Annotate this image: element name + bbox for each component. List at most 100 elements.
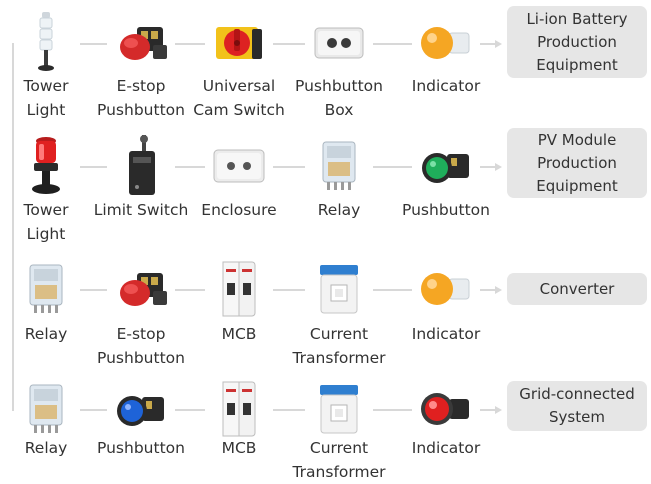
application-target-line: System — [549, 408, 605, 426]
pushbutton-green-icon — [408, 137, 484, 195]
application-target-line: Grid-connected — [519, 385, 635, 403]
product-label: Pushbutton — [387, 198, 505, 222]
indicator-red-icon — [408, 380, 484, 438]
indicator-orange-icon — [408, 14, 484, 72]
product-label-line: Tower — [23, 201, 69, 219]
connector-row3-to-target — [480, 289, 495, 291]
application-target-line: Equipment — [536, 55, 618, 74]
connector-arrow-icon — [495, 40, 502, 48]
connector-row3-3 — [273, 289, 305, 291]
estop-pushbutton-icon — [103, 14, 179, 72]
connector-row3-2 — [175, 289, 205, 291]
left-bracket-stub-row2 — [12, 166, 14, 168]
product-label-line: Relay — [24, 325, 68, 343]
connector-row4-to-target — [480, 409, 495, 411]
product-label-line: Tower — [23, 77, 69, 95]
product-label-line: Pushbutton — [402, 201, 490, 219]
limit-switch-icon — [103, 135, 179, 195]
product-label-line: Universal — [202, 77, 276, 95]
connector-row2-2 — [175, 166, 205, 168]
connector-row3-1 — [80, 289, 107, 291]
product-label-line: Pushbutton — [97, 439, 185, 457]
left-bracket-stub-row3 — [12, 289, 14, 291]
product-label-line: Light — [26, 101, 66, 119]
product-label: Limit Switch — [82, 198, 200, 222]
application-target-line: PV Module — [537, 130, 617, 149]
connector-row4-2 — [175, 409, 205, 411]
product-label: Enclosure — [180, 198, 298, 222]
tower-light-red-icon — [8, 137, 84, 195]
product-label-line: E-stop — [116, 77, 166, 95]
left-bracket-stub-row1 — [12, 43, 14, 45]
product-label-line: Indicator — [411, 77, 481, 95]
estop-pushbutton-icon — [103, 260, 179, 318]
connector-arrow-icon — [495, 163, 502, 171]
left-bracket-spine — [12, 43, 14, 411]
product-label-line: E-stop — [116, 325, 166, 343]
connector-row3-4 — [373, 289, 412, 291]
mcb-icon — [201, 380, 277, 438]
product-label-line: Current — [309, 439, 369, 457]
product-label-line: Current — [309, 325, 369, 343]
product-label-line: Pushbutton — [97, 349, 185, 367]
connector-row4-1 — [80, 409, 107, 411]
application-target-box: Converter — [507, 273, 647, 305]
relay-icon — [8, 260, 84, 318]
connector-row2-to-target — [480, 166, 495, 168]
application-target-line: Li-ion Battery — [526, 9, 628, 28]
connector-row1-4 — [373, 43, 412, 45]
connector-row1-3 — [273, 43, 305, 45]
product-label: Indicator — [387, 436, 505, 460]
product-label-line: Transformer — [292, 463, 386, 481]
product-label: Indicator — [387, 322, 505, 346]
application-target-line: Converter — [539, 279, 615, 298]
connector-arrow-icon — [495, 406, 502, 414]
product-label-line: Relay — [317, 201, 361, 219]
connector-row1-to-target — [480, 43, 495, 45]
current-transformer-icon — [301, 380, 377, 438]
product-label-line: Pushbutton — [97, 101, 185, 119]
connector-row2-3 — [273, 166, 305, 168]
product-label-line: Limit Switch — [93, 201, 189, 219]
product-label-line: Relay — [24, 439, 68, 457]
connector-row2-1 — [80, 166, 107, 168]
tower-light-icon — [8, 12, 84, 72]
product-label: MCB — [180, 436, 298, 460]
mcb-icon — [201, 260, 277, 318]
connector-row2-4 — [373, 166, 412, 168]
relay-icon — [8, 380, 84, 438]
cam-switch-icon — [201, 14, 277, 72]
product-label: Relay — [280, 198, 398, 222]
product-label: Relay — [0, 322, 105, 346]
product-label-line: Light — [26, 225, 66, 243]
product-label-line: Indicator — [411, 439, 481, 457]
product-label-line: Transformer — [292, 349, 386, 367]
application-target-line: Equipment — [536, 176, 618, 195]
indicator-orange-icon — [408, 260, 484, 318]
pushbutton-box-icon — [301, 14, 377, 72]
product-label-line: MCB — [221, 325, 257, 343]
connector-row4-3 — [273, 409, 305, 411]
product-label-line: MCB — [221, 439, 257, 457]
left-bracket-stub-row4 — [12, 409, 14, 411]
application-target-line: Production — [537, 153, 617, 172]
pushbutton-blue-icon — [103, 380, 179, 438]
product-label-line: Enclosure — [201, 201, 277, 219]
product-label: Relay — [0, 436, 105, 460]
product-label-line: Cam Switch — [193, 101, 285, 119]
connector-row1-1 — [80, 43, 107, 45]
product-label: Pushbutton — [82, 436, 200, 460]
connector-row1-2 — [175, 43, 205, 45]
application-target-line: Production — [537, 32, 617, 51]
product-label-line: Pushbutton — [295, 77, 383, 95]
connector-row4-4 — [373, 409, 412, 411]
